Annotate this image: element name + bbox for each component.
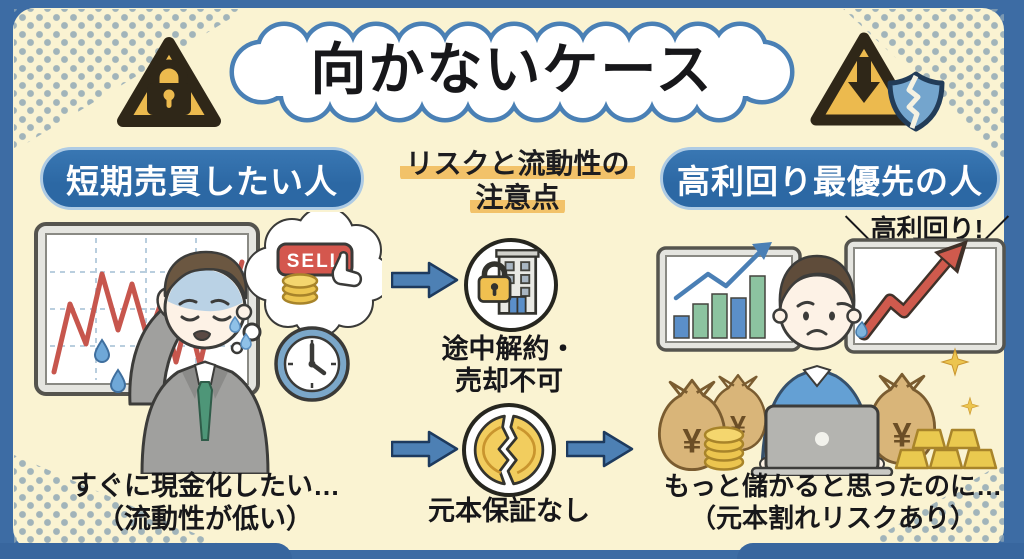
yen-symbol: ¥	[682, 423, 701, 461]
coins-icon	[281, 273, 319, 305]
caption-short-term-line1: すぐに現金化したい…	[70, 471, 340, 501]
broken-coin-icon	[473, 414, 545, 486]
bottom-right-tab	[737, 543, 1024, 559]
yen-symbol: ¥	[892, 417, 911, 455]
label-no-principal-line1: 元本保証なし	[428, 496, 590, 526]
surge-chart-monitor	[844, 238, 1006, 354]
header-high-yield-label: 高利回り最優先の人	[677, 162, 983, 200]
lock-icon	[147, 59, 191, 115]
label-no-early-exit-line1: 途中解約・	[441, 334, 577, 364]
clock-icon	[274, 326, 350, 402]
bar-chart-monitor	[656, 242, 802, 352]
header-risk-line2: 注意点	[470, 181, 565, 216]
short-term-trader-illustration: SELL	[34, 212, 382, 474]
money-bag: ¥	[867, 372, 937, 466]
warning-lock-icon	[117, 37, 221, 127]
page-title: 向かないケース	[310, 38, 714, 101]
worried-investor	[93, 250, 270, 474]
header-short-term-traders: 短期売買したい人	[40, 147, 364, 210]
broken-coin-badge	[462, 403, 556, 497]
down-arrow-icon	[848, 57, 880, 103]
caption-high-yield-line1: もっと儲かると思ったのに…	[663, 471, 1002, 501]
sweat-drop	[855, 320, 868, 339]
laptop-icon	[750, 404, 894, 476]
locked-building-badge	[464, 238, 558, 332]
warning-decline-icon	[810, 32, 945, 132]
face-sweat-drops	[229, 315, 252, 350]
lock-icon	[477, 261, 512, 303]
money-bag: ¥	[657, 378, 727, 472]
flow-arrow-icon	[391, 261, 459, 299]
label-no-early-exit-line2: 売却不可	[455, 365, 563, 396]
header-risk-line1: リスクと流動性の	[400, 147, 635, 182]
cursor-hand-icon	[331, 251, 363, 288]
sell-button-label: SELL	[287, 251, 344, 272]
caption-short-term-line2: （流動性が低い）	[97, 504, 313, 535]
label-no-principal-guarantee: 元本保証なし	[404, 496, 614, 528]
coin-stack-icon	[703, 426, 745, 471]
flow-arrow-icon	[391, 430, 459, 468]
high-yield-seeker-illustration: ¥ ¥ ¥	[656, 238, 1006, 476]
hair	[778, 254, 856, 308]
hair	[163, 250, 248, 300]
sparkle-icon	[941, 348, 979, 415]
flow-arrow-icon	[566, 430, 634, 468]
caption-high-yield-line2: （元本割れリスクあり）	[689, 503, 976, 534]
label-no-early-exit: 途中解約・ 売却不可	[419, 334, 599, 398]
header-risk-liquidity: リスクと流動性の 注意点	[390, 147, 645, 216]
header-high-yield-seekers: 高利回り最優先の人	[660, 147, 1000, 210]
broken-shield-icon	[887, 71, 945, 132]
sweat-drops	[93, 338, 127, 393]
caption-high-yield: もっと儲かると思ったのに… （元本割れリスクあり）	[658, 470, 1008, 534]
caption-short-term: すぐに現金化したい… （流動性が低い）	[45, 470, 365, 537]
locked-building-icon	[477, 249, 540, 315]
header-short-term-label: 短期売買したい人	[66, 162, 338, 200]
bottom-left-tab	[0, 543, 292, 559]
necktie	[196, 381, 214, 441]
